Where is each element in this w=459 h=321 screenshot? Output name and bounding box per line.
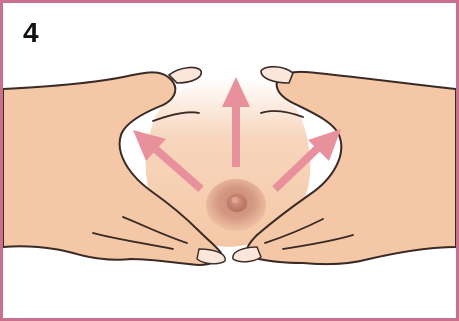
- right-fingernail: [233, 247, 261, 262]
- right-thumbnail: [261, 67, 293, 83]
- left-thumbnail: [169, 68, 201, 83]
- nipple: [227, 194, 247, 212]
- hands-breast-illustration: [3, 3, 456, 318]
- left-fingernail: [197, 249, 225, 264]
- nipple-highlight: [232, 197, 239, 203]
- step-number: 4: [23, 19, 39, 47]
